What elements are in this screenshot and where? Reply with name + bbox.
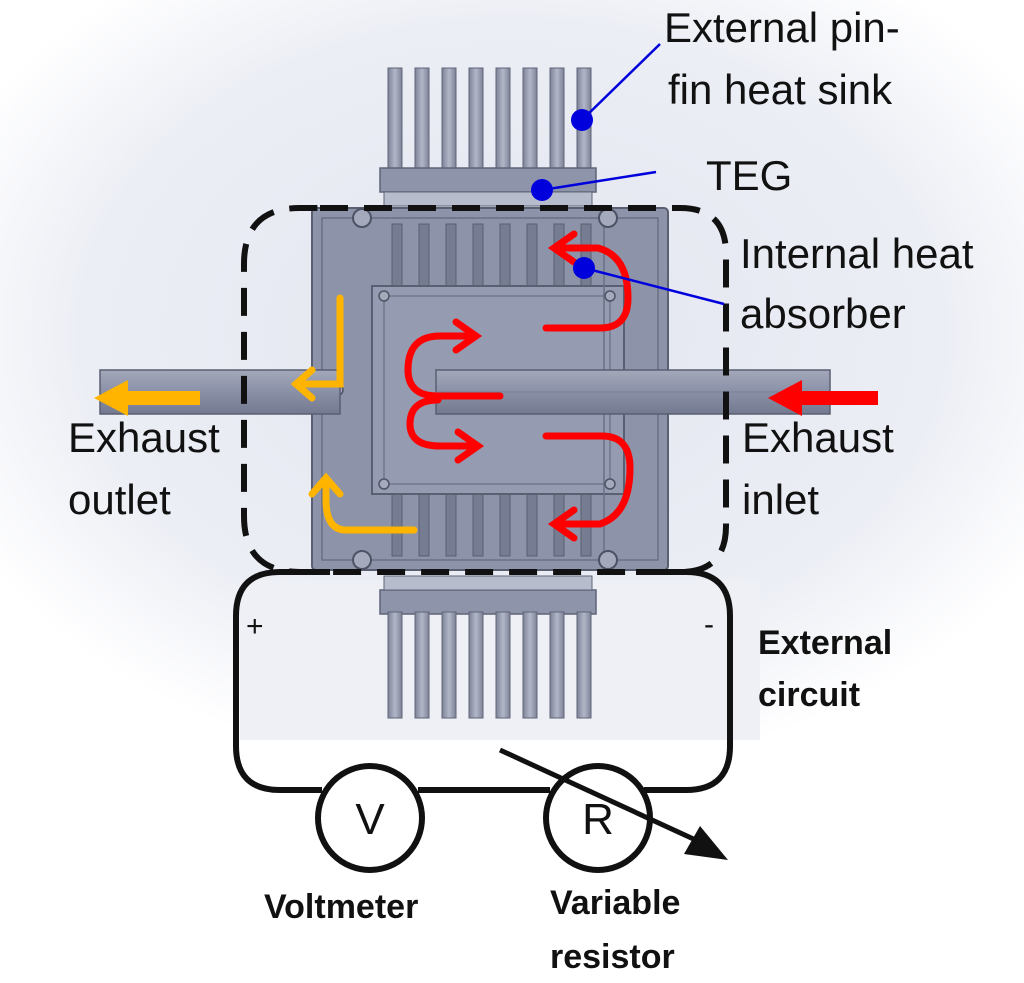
inlet-label-2: inlet <box>742 476 819 523</box>
inlet-label-1: Exhaust <box>742 414 894 461</box>
positive-terminal: + <box>246 610 264 643</box>
variable-arrow-icon <box>684 826 728 860</box>
bottom-pin-fin-heat-sink <box>379 589 597 719</box>
pin-fin-label-2: fin heat sink <box>668 66 893 113</box>
outlet-label-1: Exhaust <box>68 414 220 461</box>
cooled-flow-arrows <box>94 294 418 534</box>
circuit-label-1: External <box>758 624 892 662</box>
resistor-label-1: Variable <box>550 884 680 922</box>
voltmeter-label: Voltmeter <box>264 888 418 926</box>
voltmeter-letter: V <box>355 795 385 844</box>
external-circuit <box>233 569 733 873</box>
hot-flow-arrows <box>404 230 878 542</box>
resistor-letter: R <box>582 795 614 844</box>
label-leader-lines <box>531 43 725 306</box>
negative-terminal: - <box>704 608 714 641</box>
pin-fin-label-1: External pin- <box>664 4 900 51</box>
circuit-label-2: circuit <box>758 676 860 714</box>
teg-label: TEG <box>706 152 792 199</box>
absorber-marker-dot <box>573 257 595 279</box>
absorber-label-2: absorber <box>740 290 906 337</box>
outlet-label-2: outlet <box>68 476 171 523</box>
exhaust-pipes <box>99 369 831 415</box>
absorber-label-1: Internal heat <box>740 230 974 277</box>
pin-fin-marker-dot <box>571 109 593 131</box>
voltmeter-symbol <box>315 763 425 873</box>
top-pin-fin-heat-sink <box>379 67 597 193</box>
resistor-label-2: resistor <box>550 938 675 976</box>
teg-marker-dot <box>531 179 553 201</box>
